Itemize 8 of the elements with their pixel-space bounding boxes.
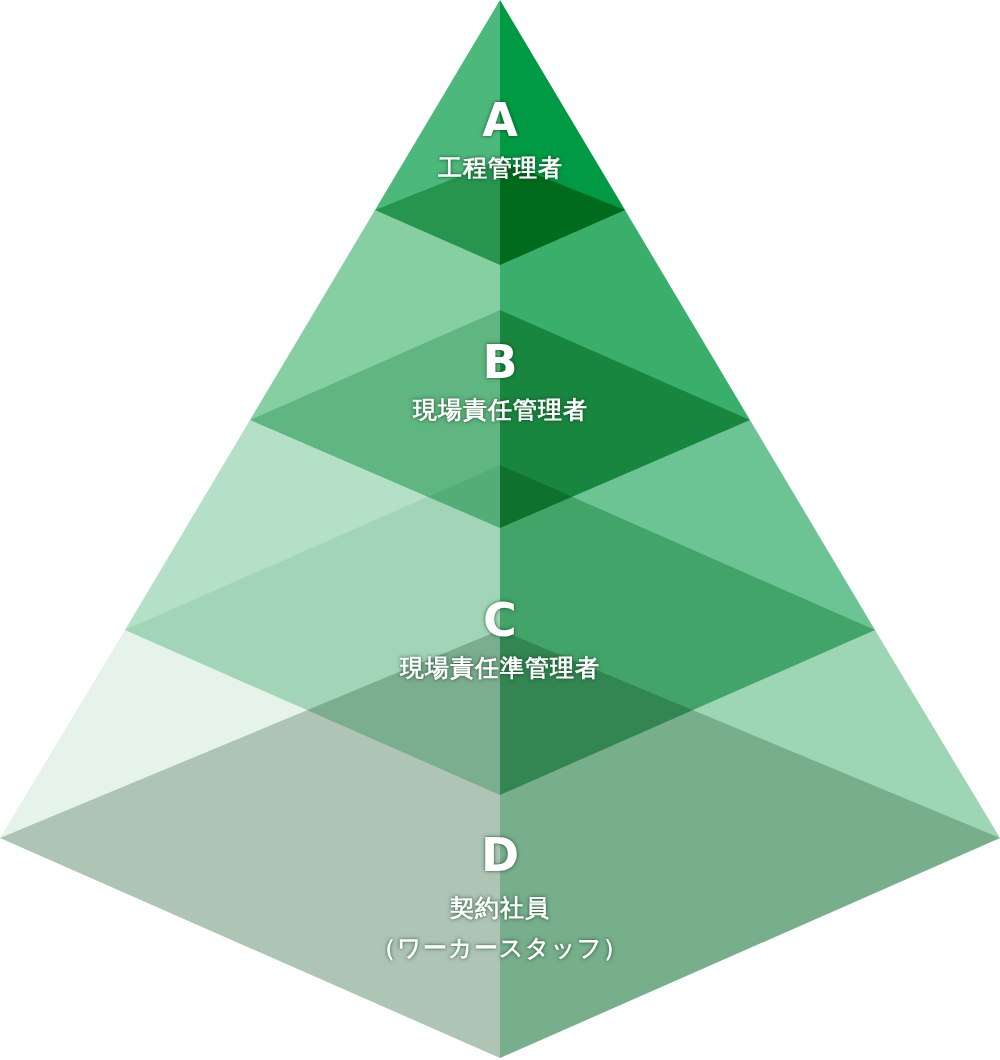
tier-label: 現場責任準管理者 [400, 653, 600, 684]
tier-letter: D [480, 830, 520, 880]
tier-label: 工程管理者 [437, 153, 563, 184]
tier-label: 現場責任管理者 [412, 395, 588, 426]
tier-letter: B [482, 337, 518, 387]
tier-letter: A [482, 95, 518, 145]
tier-label: 契約社員 [450, 893, 550, 924]
tier-label: （ワーカースタッフ） [372, 933, 628, 964]
